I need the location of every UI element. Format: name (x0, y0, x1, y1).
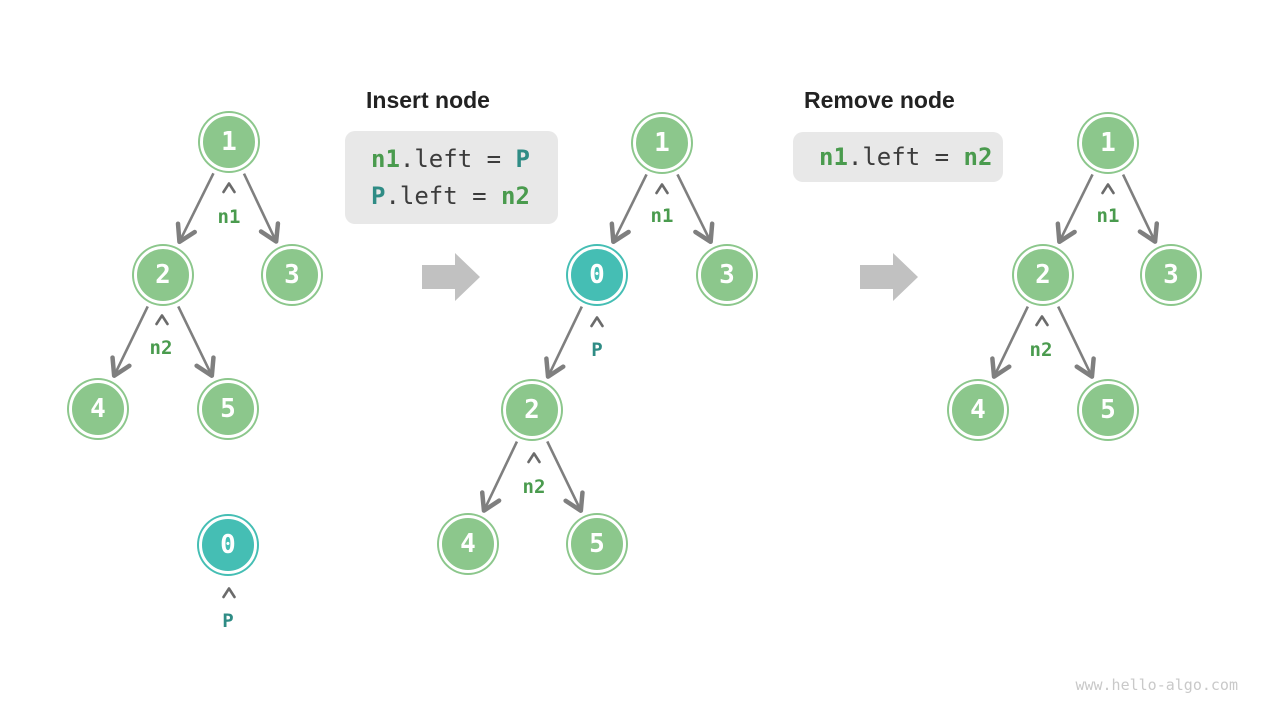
code-token: .left = (847, 142, 964, 171)
tree-node-0: 0 (568, 246, 626, 304)
pointer-label-n2: n2 (149, 337, 173, 359)
tree-edge (1121, 174, 1160, 244)
tree-node-4: 4 (949, 381, 1007, 439)
section-title-1: Remove node (804, 87, 955, 113)
tree-node-3: 3 (263, 246, 321, 304)
tree-edge (242, 173, 281, 244)
pointer-label-P: P (591, 339, 603, 361)
tree-node-2: 2 (134, 246, 192, 304)
tree-edge (1057, 305, 1096, 379)
code-block-1: n1.left = n2 (793, 132, 1003, 182)
tree-node-0: 0 (199, 516, 257, 574)
pointer-label-n2: n2 (1029, 339, 1053, 361)
tree-node-5: 5 (199, 380, 257, 438)
caret-up-icon (590, 316, 604, 328)
caret-up-icon (155, 314, 169, 326)
pointer-label-n1: n1 (650, 205, 674, 227)
tree-node-5: 5 (1079, 381, 1137, 439)
tree-node-1: 1 (200, 113, 258, 171)
caret-up-icon (222, 587, 236, 599)
tree-edge (110, 305, 149, 378)
tree-edge (1055, 173, 1094, 245)
pointer-label-n1: n1 (217, 206, 241, 228)
code-token: n1 (819, 142, 848, 171)
tree-node-2: 2 (503, 381, 561, 439)
caret-up-icon (1101, 183, 1115, 195)
code-token: .left = (399, 144, 516, 173)
tree-edge (177, 305, 216, 378)
tree-node-4: 4 (439, 515, 497, 573)
code-line: P.left = n2 (371, 178, 558, 215)
transition-arrow-icon (422, 253, 480, 301)
caret-up-icon (1035, 315, 1049, 327)
section-title-0: Insert node (366, 87, 490, 113)
code-token: n2 (501, 181, 530, 210)
tree-node-3: 3 (1142, 246, 1200, 304)
pointer-label-P: P (222, 610, 234, 632)
caret-up-icon (655, 183, 669, 195)
code-token: P (515, 144, 530, 173)
tree-edge (676, 173, 715, 245)
tree-edge (990, 305, 1029, 379)
tree-edge (544, 305, 583, 379)
tree-edge (609, 173, 648, 245)
tree-node-5: 5 (568, 515, 626, 573)
caret-up-icon (527, 452, 541, 464)
tree-node-1: 1 (1079, 114, 1137, 172)
code-line: n1.left = n2 (819, 139, 1003, 176)
tree-node-3: 3 (698, 246, 756, 304)
pointer-label-n1: n1 (1096, 205, 1120, 227)
site-watermark: www.hello-algo.com (1075, 676, 1238, 694)
code-token: n2 (963, 142, 993, 171)
code-token: n1 (371, 144, 400, 173)
caret-up-icon (222, 182, 236, 194)
tree-node-4: 4 (69, 380, 127, 438)
transition-arrow-icon (860, 253, 918, 301)
pointer-label-n2: n2 (522, 476, 546, 498)
tree-edge (175, 172, 215, 245)
tree-edge (546, 440, 585, 513)
tree-edge (479, 441, 519, 513)
tree-node-1: 1 (633, 114, 691, 172)
code-line: n1.left = P (371, 141, 558, 178)
code-token: .left = (385, 181, 502, 210)
code-token: P (371, 181, 386, 210)
tree-node-2: 2 (1014, 246, 1072, 304)
